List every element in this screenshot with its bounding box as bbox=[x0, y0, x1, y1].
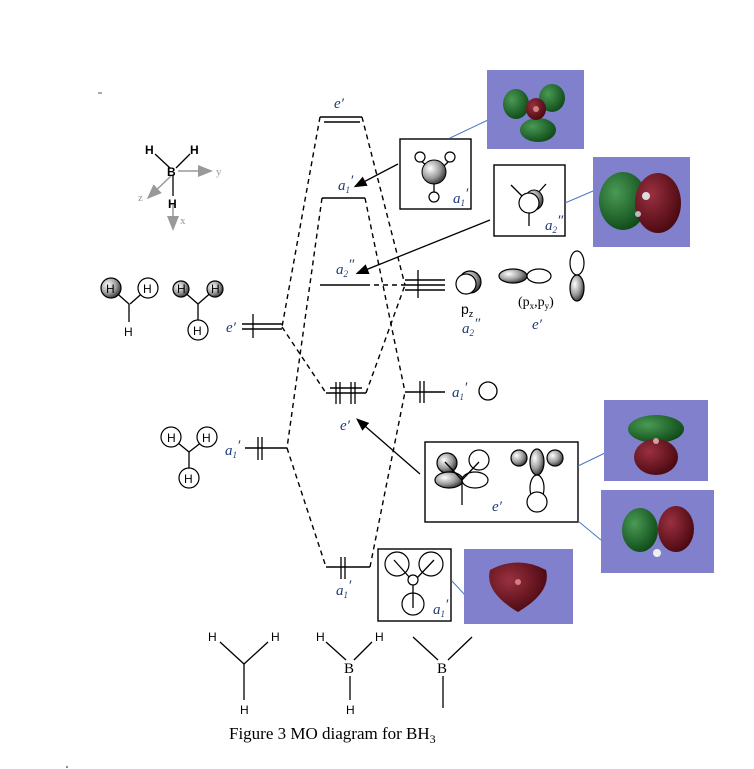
svg-text:H: H bbox=[167, 431, 176, 445]
svg-text:H: H bbox=[346, 703, 355, 717]
s-orbital-icon bbox=[478, 381, 498, 401]
axes-atom-h2: H bbox=[190, 143, 199, 157]
axes-atom-b: B bbox=[167, 165, 176, 179]
svg-text:a1′: a1′ bbox=[336, 578, 352, 600]
svg-text:a1′: a1′ bbox=[338, 173, 354, 195]
pxpy-symmetry: e′ bbox=[532, 317, 543, 333]
box-e-prime-bonding: e′ bbox=[424, 441, 579, 523]
svg-text:a1′: a1′ bbox=[452, 380, 468, 402]
b-level-p bbox=[405, 270, 445, 298]
panel-e-prime-2 bbox=[577, 490, 714, 573]
p-orbitals: pz a2″ (px,py) e′ bbox=[455, 250, 585, 338]
svg-text:e′: e′ bbox=[492, 499, 503, 515]
svg-text:B: B bbox=[344, 661, 354, 677]
svg-text:H: H bbox=[271, 630, 280, 644]
svg-text:H: H bbox=[184, 472, 193, 486]
b-level-a1-prime: a1′ bbox=[405, 380, 498, 403]
svg-text:B: B bbox=[437, 661, 447, 677]
svg-text:H: H bbox=[193, 324, 202, 338]
panel-e-prime-1 bbox=[577, 400, 708, 481]
mo-level-a2-double-prime: a2″ bbox=[320, 257, 365, 286]
h3-e-prime-orbital-2: H H H bbox=[172, 280, 224, 341]
mo-level-a1-prime-antibonding: a1′ bbox=[322, 173, 365, 199]
box-a1-prime-antibonding: a1′ bbox=[399, 138, 472, 210]
svg-text:H: H bbox=[124, 325, 133, 339]
svg-text:H: H bbox=[177, 282, 186, 296]
arrow-to-a2-double-prime bbox=[355, 219, 491, 274]
structure-h3: H H H bbox=[208, 630, 280, 717]
panel-a1-prime-antibonding bbox=[449, 70, 584, 149]
svg-text:pz: pz bbox=[461, 301, 474, 319]
box-a1-prime-bonding: a1′ bbox=[377, 548, 452, 622]
axis-label-x: x bbox=[180, 215, 186, 227]
svg-text:e′: e′ bbox=[226, 320, 237, 336]
axes-inset: H H B H y z x bbox=[138, 143, 222, 231]
pz-symmetry: a2″ bbox=[462, 316, 481, 338]
axes-atom-h3: H bbox=[168, 197, 177, 211]
px-orbital-icon bbox=[498, 268, 552, 284]
pz-orbital-icon bbox=[455, 270, 482, 295]
h3-level-e-prime: e′ bbox=[226, 314, 282, 338]
structure-bh3: H H B H bbox=[316, 630, 384, 717]
panel-a2-double-prime bbox=[564, 157, 690, 247]
svg-text:e′: e′ bbox=[334, 96, 345, 112]
figure-caption: Figure 3 MO diagram for BH3 bbox=[229, 724, 436, 746]
svg-text:e′: e′ bbox=[340, 418, 351, 434]
svg-text:H: H bbox=[316, 630, 325, 644]
panel-a1-prime-bonding bbox=[451, 549, 573, 624]
axis-label-z: z bbox=[138, 192, 143, 204]
mo-level-a1-prime-bonding: a1′ bbox=[326, 557, 370, 600]
stray-dot bbox=[66, 766, 68, 768]
mo-level-e-prime-bonding: e′ bbox=[326, 382, 366, 434]
h3-e-prime-orbital-1: H H H bbox=[100, 277, 159, 339]
svg-text:H: H bbox=[240, 703, 249, 717]
axis-label-y: y bbox=[216, 166, 222, 178]
h3-level-a1-prime: a1′ bbox=[225, 437, 287, 460]
svg-text:H: H bbox=[211, 282, 220, 296]
box-a2-double-prime: a2″ bbox=[493, 164, 566, 237]
h3-a1-prime-orbital: H H H bbox=[160, 426, 218, 489]
svg-text:a1′: a1′ bbox=[225, 438, 241, 460]
svg-text:H: H bbox=[202, 431, 211, 445]
structure-b: B bbox=[412, 636, 473, 708]
arrow-to-a1-prime bbox=[353, 163, 399, 188]
svg-text:H: H bbox=[375, 630, 384, 644]
axes-atom-h1: H bbox=[145, 143, 154, 157]
py-orbital-icon bbox=[569, 250, 585, 302]
svg-text:H: H bbox=[106, 282, 115, 296]
svg-text:a2″: a2″ bbox=[336, 257, 355, 279]
svg-text:H: H bbox=[208, 630, 217, 644]
pxpy-label: (px,py) bbox=[518, 295, 554, 311]
arrow-to-e-prime bbox=[356, 418, 421, 475]
mo-level-e-prime-antibonding: e′ bbox=[320, 96, 362, 123]
svg-text:H: H bbox=[143, 282, 152, 296]
